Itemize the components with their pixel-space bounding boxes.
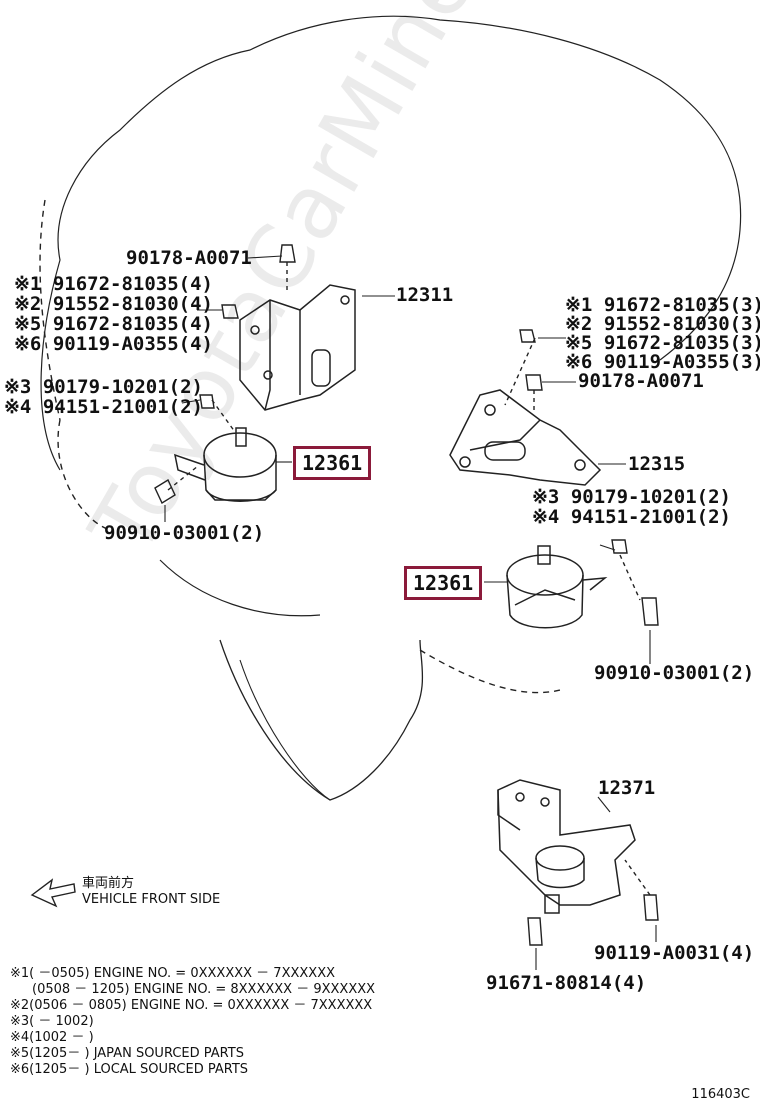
mark: ※4 — [4, 396, 32, 418]
part-code: 91552-81030(4) — [52, 293, 213, 315]
mark: ※1 — [565, 294, 593, 316]
mark: ※5 — [14, 313, 42, 335]
note-range: (0506 － 0805) — [29, 998, 127, 1013]
note-mark: ※1 — [10, 966, 30, 981]
part-code: 91672-81035(3) — [603, 294, 760, 316]
part-code: 90119-A0355(3) — [603, 351, 760, 373]
left-bolt-group: ※1 91672-81035(4) ※2 91552-81030(4) ※5 9… — [14, 274, 213, 354]
left-nut-group: ※3 90179-10201(2) ※4 94151-21001(2) — [4, 377, 203, 417]
note-row: ※6(1205－ ) LOCAL SOURCED PARTS — [10, 1062, 375, 1078]
part-code: 90179-10201(2) — [42, 376, 203, 398]
direction-japanese: 車両前方 — [82, 876, 135, 891]
part-90119: 90119-A0031(4) — [594, 942, 755, 964]
part-12361-right-button[interactable]: 12361 — [404, 566, 483, 600]
note-mark: ※2 — [10, 998, 30, 1013]
part-90910-left: 90910-03001(2) — [104, 522, 265, 544]
part-code: 90119-A0355(4) — [52, 333, 213, 355]
mark: ※2 — [14, 293, 42, 315]
part-code: 94151-21001(2) — [570, 506, 731, 528]
mark: ※2 — [565, 313, 593, 335]
note-range: ( － 1002) — [29, 1014, 94, 1029]
part-12371: 12371 — [598, 777, 656, 799]
part-code: 91672-81035(3) — [603, 332, 760, 354]
figure-number: 116403C — [691, 1087, 750, 1102]
part-code: 91552-81030(3) — [603, 313, 760, 335]
note-text: LOCAL SOURCED PARTS — [93, 1062, 249, 1077]
part-12315: 12315 — [628, 453, 686, 475]
note-text: ENGINE NO. = 0XXXXXX － 7XXXXXX — [130, 998, 373, 1013]
mark: ※5 — [565, 332, 593, 354]
bracket-12311-shape — [239, 284, 356, 411]
note-row: ※5(1205－ ) JAPAN SOURCED PARTS — [10, 1046, 375, 1062]
note-range: (0508 － 1205) — [32, 982, 130, 997]
note-range: (1002 － ) — [29, 1030, 94, 1045]
mark: ※6 — [565, 351, 593, 373]
note-row: ※3( － 1002) — [10, 1014, 375, 1030]
note-row: (0508 － 1205) ENGINE NO. = 8XXXXXX － 9XX… — [10, 982, 375, 998]
part-12361-left-button[interactable]: 12361 — [293, 446, 372, 480]
right-bolt-group: ※1 91672-81035(3) ※2 91552-81030(3) ※5 9… — [565, 296, 760, 372]
part-code: 90179-10201(2) — [570, 486, 731, 508]
note-range: (1205－ ) — [29, 1062, 90, 1077]
note-row: ※4(1002 － ) — [10, 1030, 375, 1046]
part-12311: 12311 — [396, 284, 454, 306]
direction-english: VEHICLE FRONT SIDE — [82, 892, 221, 907]
part-91671: 91671-80814(4) — [486, 972, 647, 994]
right-nut-group: ※3 90179-10201(2) ※4 94151-21001(2) — [532, 487, 731, 527]
part-90178-right: 90178-A0071 — [578, 370, 704, 392]
part-90910-right: 90910-03001(2) — [594, 662, 755, 684]
mount-rear-shape — [497, 779, 636, 914]
engine-outline — [40, 15, 742, 471]
mark: ※6 — [14, 333, 42, 355]
notes-list: ※1( －0505) ENGINE NO. = 0XXXXXX － 7XXXXX… — [10, 966, 375, 1078]
note-mark: ※3 — [10, 1014, 30, 1029]
front-arrow-icon — [30, 878, 76, 908]
bracket-12315-shape — [449, 389, 602, 486]
note-range: ( －0505) — [29, 966, 90, 981]
note-mark: ※4 — [10, 1030, 30, 1045]
mount-right-shape — [506, 545, 608, 629]
part-code: 91672-81035(4) — [52, 273, 213, 295]
note-text: ENGINE NO. = 0XXXXXX － 7XXXXXX — [93, 966, 336, 981]
mount-left-shape — [174, 427, 277, 502]
part-code: 91672-81035(4) — [52, 313, 213, 335]
part-90178-left: 90178-A0071 — [126, 247, 252, 269]
note-mark: ※5 — [10, 1046, 30, 1061]
mark: ※1 — [14, 273, 42, 295]
mark: ※4 — [532, 506, 560, 528]
note-range: (1205－ ) — [29, 1046, 90, 1061]
mark: ※3 — [532, 486, 560, 508]
note-text: JAPAN SOURCED PARTS — [93, 1046, 244, 1061]
part-code: 94151-21001(2) — [42, 396, 203, 418]
note-row: ※2(0506 － 0805) ENGINE NO. = 0XXXXXX － 7… — [10, 998, 375, 1014]
note-text: ENGINE NO. = 8XXXXXX － 9XXXXXX — [133, 982, 376, 997]
note-mark: ※6 — [10, 1062, 30, 1077]
mark: ※3 — [4, 376, 32, 398]
note-row: ※1( －0505) ENGINE NO. = 0XXXXXX － 7XXXXX… — [10, 966, 375, 982]
